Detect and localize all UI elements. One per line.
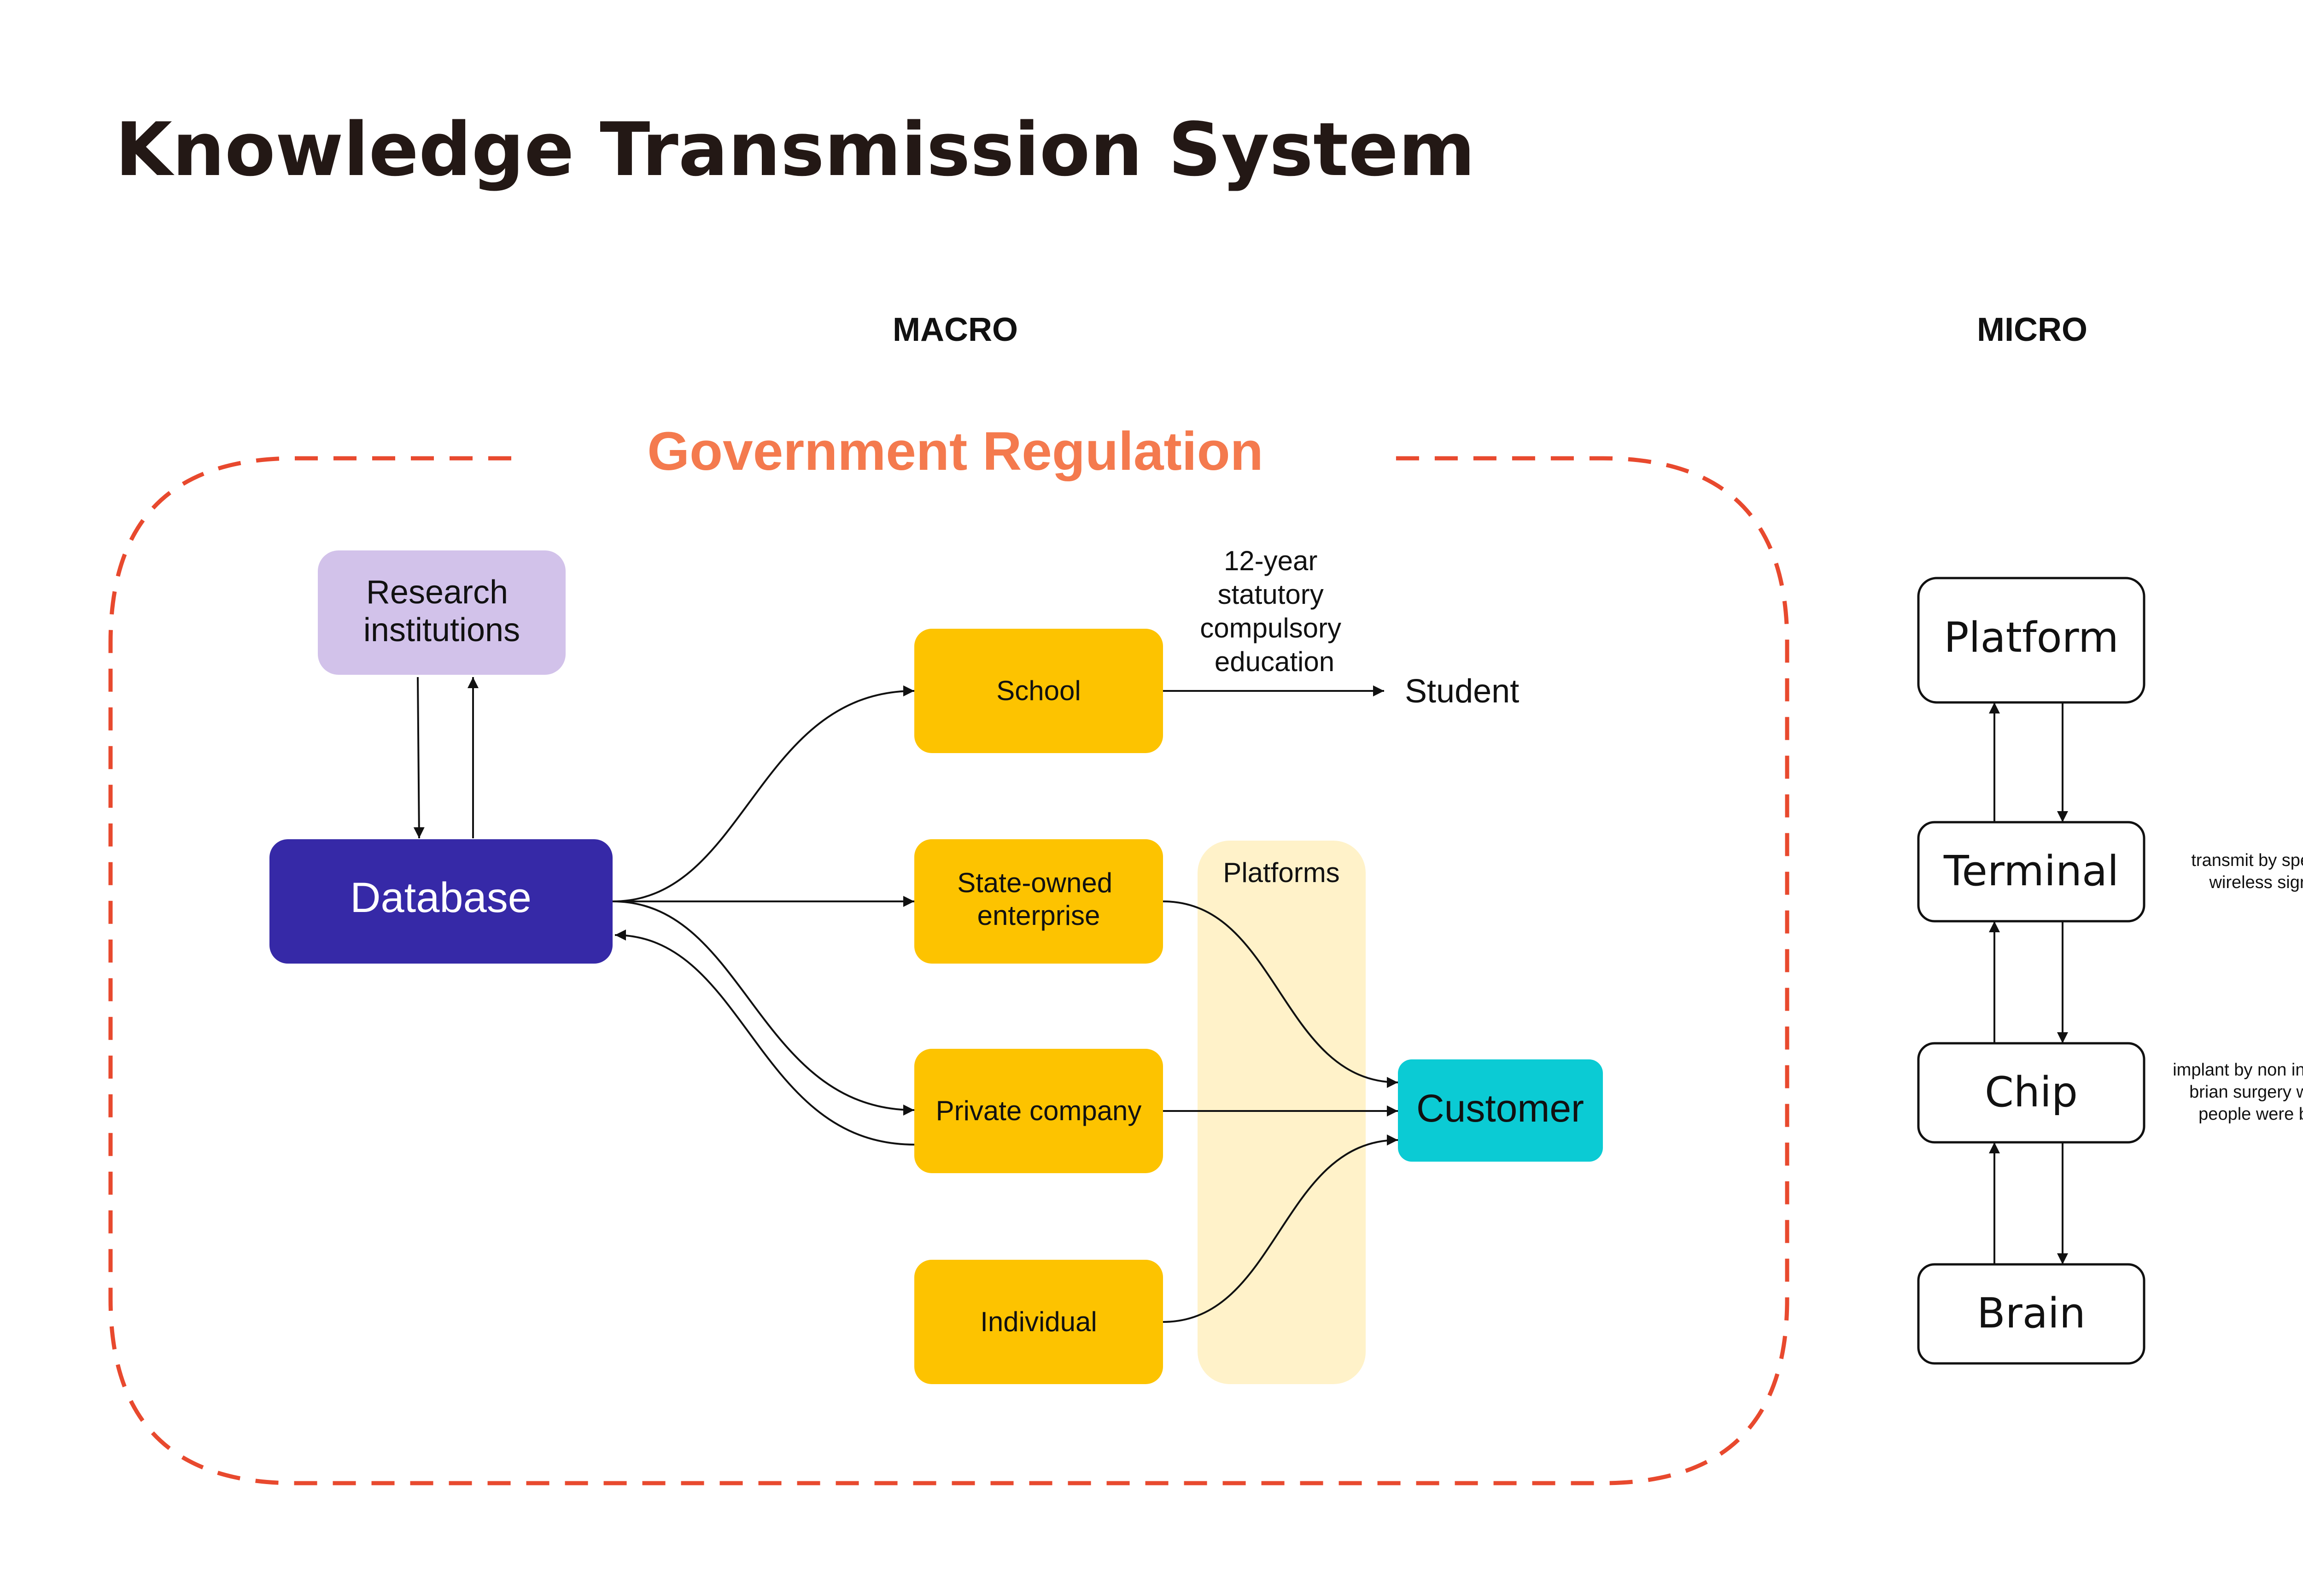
edge-private-to-database [614,930,915,1146]
node-research-institutions: Research institutions [318,550,566,675]
chip-note-line1: implant by non invasive [2173,1060,2303,1080]
edge-database-to-school [612,685,915,902]
micro-header: MICRO [1977,311,2087,348]
edge-label-line3: compulsory [1200,613,1341,643]
chip-label: Chip [1985,1068,2078,1117]
chip-note: implant by non invasive brian surgery wh… [2173,1060,2303,1124]
node-private-company: Private company [914,1049,1163,1173]
soe-label-line2: enterprise [977,900,1100,931]
edge-individual-to-customer [1163,1134,1398,1323]
node-database: Database [269,839,613,964]
page-title: Knowledge Transmission System [115,106,1475,193]
school-label: School [996,675,1081,706]
edge-label-line4: education [1215,646,1334,677]
node-platform: Platform [1917,577,2145,704]
customer-label: Customer [1416,1087,1584,1130]
terminal-note: transmit by special wireless signal [2191,851,2303,892]
database-label: Database [350,874,532,921]
terminal-note-line2: wireless signal [2209,873,2303,892]
node-chip: Chip [1917,1042,2145,1144]
regulation-label: Government Regulation [647,421,1263,482]
regulation-boundary [108,456,1789,1485]
soe-label-line1: State-owned [957,867,1112,898]
node-individual: Individual [914,1260,1163,1384]
micro-connectors [1989,702,2068,1264]
platform-label: Platform [1944,614,2119,662]
terminal-note-line1: transmit by special [2191,851,2303,870]
individual-label: Individual [980,1306,1097,1337]
edge-soe-to-customer [1163,900,1398,1088]
platforms-label: Platforms [1223,857,1339,888]
research-label-line1: Research [366,574,508,611]
brain-label: Brain [1977,1289,2086,1338]
edge-research-to-database [413,677,425,839]
macro-header: MACRO [893,311,1018,348]
node-customer: Customer [1398,1059,1603,1162]
macro-connectors [413,677,1398,1323]
node-brain: Brain [1917,1263,2145,1365]
svg-text:State-owned enterprise: State-owned enterprise [957,867,1120,931]
edge-label-line1: 12-year [1224,545,1317,576]
edge-label-line2: statutory [1218,579,1324,610]
platforms-band [1198,841,1366,1384]
research-label-line2: institutions [363,612,520,649]
private-company-label: Private company [936,1095,1142,1126]
edge-database-to-private [612,900,915,1116]
chip-note-line3: people were born [2198,1105,2303,1124]
node-state-owned-enterprise: State-owned enterprise [914,839,1163,964]
node-terminal: Terminal [1917,821,2145,923]
student-label: Student [1405,673,1519,710]
svg-text:Research institutions: Research institutions [363,574,520,649]
chip-note-line2: brian surgery when [2189,1082,2303,1102]
school-edge-label: 12-year statutory compulsory education [1200,545,1349,677]
terminal-label: Terminal [1943,847,2119,895]
node-school: School [914,629,1163,753]
